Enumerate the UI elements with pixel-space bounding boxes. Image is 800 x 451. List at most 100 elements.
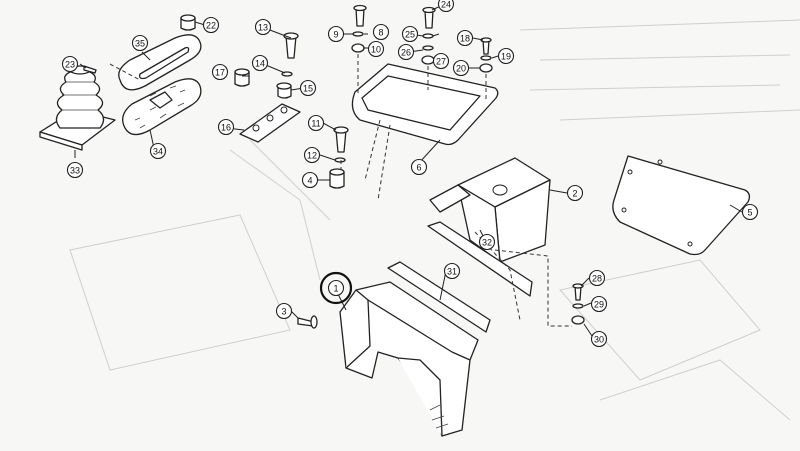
callout-24: 24 [437, 0, 455, 13]
callout-bubble [432, 52, 450, 70]
callout-bubble [590, 295, 608, 313]
callout-27: 27 [432, 52, 450, 70]
callout-number: 28 [592, 274, 602, 284]
callout-bubble [327, 279, 345, 297]
callout-23: 23 [61, 55, 79, 73]
tunnel-cover-1 [339, 281, 479, 437]
callout-bubble [401, 25, 419, 43]
rubber-pad [239, 103, 301, 143]
callout-10: 10 [367, 40, 385, 58]
callout-bubble [437, 0, 455, 13]
callout-bubble [590, 330, 608, 348]
callout-number: 6 [416, 163, 421, 173]
callout-bubble [367, 40, 385, 58]
callout-bubble [61, 55, 79, 73]
callout-bubble [149, 142, 167, 160]
callout-bubble [301, 171, 319, 189]
callout-8: 8 [372, 23, 390, 41]
callout-bubble [443, 262, 461, 280]
callout-bubble [303, 146, 321, 164]
callout-number: 27 [436, 57, 446, 67]
callout-31: 31 [443, 262, 461, 280]
callout-number: 10 [371, 45, 381, 55]
callout-bubble [497, 47, 515, 65]
callout-bubble [66, 161, 84, 179]
callout-25: 25 [401, 25, 419, 43]
callout-15: 15 [299, 79, 317, 97]
cover-plate-6 [351, 63, 499, 146]
highlight-ring [319, 271, 353, 305]
callout-number: 19 [501, 52, 511, 62]
callout-number: 12 [307, 151, 317, 161]
callout-bubble [410, 158, 428, 176]
callout-number: 4 [307, 176, 312, 186]
callout-16: 16 [217, 118, 235, 136]
callout-bubble [397, 43, 415, 61]
callout-11: 11 [307, 114, 325, 132]
foam-seal-plate [122, 78, 202, 136]
oval-cover-plate [118, 34, 202, 91]
callout-layer: 1234568910111213141516171819202223242526… [61, 0, 759, 348]
callout-34: 34 [149, 142, 167, 160]
callout-number: 1 [333, 284, 338, 294]
callout-33: 33 [66, 161, 84, 179]
callout-number: 35 [135, 39, 145, 49]
callout-bubble [202, 16, 220, 34]
callout-22: 22 [202, 16, 220, 34]
callout-number: 15 [303, 84, 313, 94]
callout-13: 13 [254, 18, 272, 36]
callout-number: 11 [311, 119, 320, 129]
callout-number: 13 [258, 23, 268, 33]
callout-number: 23 [65, 60, 75, 70]
callout-bubble [307, 114, 325, 132]
floor-panel-5 [612, 155, 751, 256]
callout-number: 31 [447, 267, 457, 277]
callout-highlighted-1: 1 [319, 271, 353, 305]
callout-18: 18 [456, 29, 474, 47]
callout-bubble [275, 302, 293, 320]
assembly-dash-lines [109, 54, 572, 327]
callout-5: 5 [741, 203, 759, 221]
callout-bubble [372, 23, 390, 41]
callout-bubble [588, 269, 606, 287]
callout-bubble [566, 184, 584, 202]
callout-4: 4 [301, 171, 319, 189]
callout-bubble [478, 233, 496, 251]
callout-number: 3 [281, 307, 286, 317]
callout-14: 14 [251, 54, 269, 72]
callout-20: 20 [452, 59, 470, 77]
callout-28: 28 [588, 269, 606, 287]
callout-32: 32 [478, 233, 496, 251]
callout-number: 2 [572, 189, 577, 199]
callout-9: 9 [327, 25, 345, 43]
callout-26: 26 [397, 43, 415, 61]
gear-boot-part [39, 65, 116, 151]
callout-number: 32 [482, 238, 492, 248]
background-ghost-lines [69, 19, 800, 421]
callout-number: 25 [405, 30, 415, 40]
callout-29: 29 [590, 295, 608, 313]
callout-number: 16 [221, 123, 231, 133]
callout-bubble [299, 79, 317, 97]
washers-and-nuts [281, 31, 585, 325]
callout-number: 5 [747, 208, 752, 218]
callout-number: 17 [215, 68, 225, 78]
grommets [180, 14, 292, 99]
callout-number: 14 [255, 59, 265, 69]
callout-number: 9 [333, 30, 338, 40]
callout-number: 20 [456, 64, 466, 74]
callout-bubble [251, 54, 269, 72]
callout-12: 12 [303, 146, 321, 164]
callout-bubble [254, 18, 272, 36]
gasket-strips-31 [387, 221, 533, 333]
callout-number: 30 [594, 335, 604, 345]
callout-number: 26 [401, 48, 411, 58]
callout-30: 30 [590, 330, 608, 348]
callout-bubble [217, 118, 235, 136]
callout-bubble [131, 34, 149, 52]
callout-bubble [327, 25, 345, 43]
callout-number: 22 [206, 21, 216, 31]
callout-number: 29 [594, 300, 604, 310]
callout-number: 18 [460, 34, 470, 44]
